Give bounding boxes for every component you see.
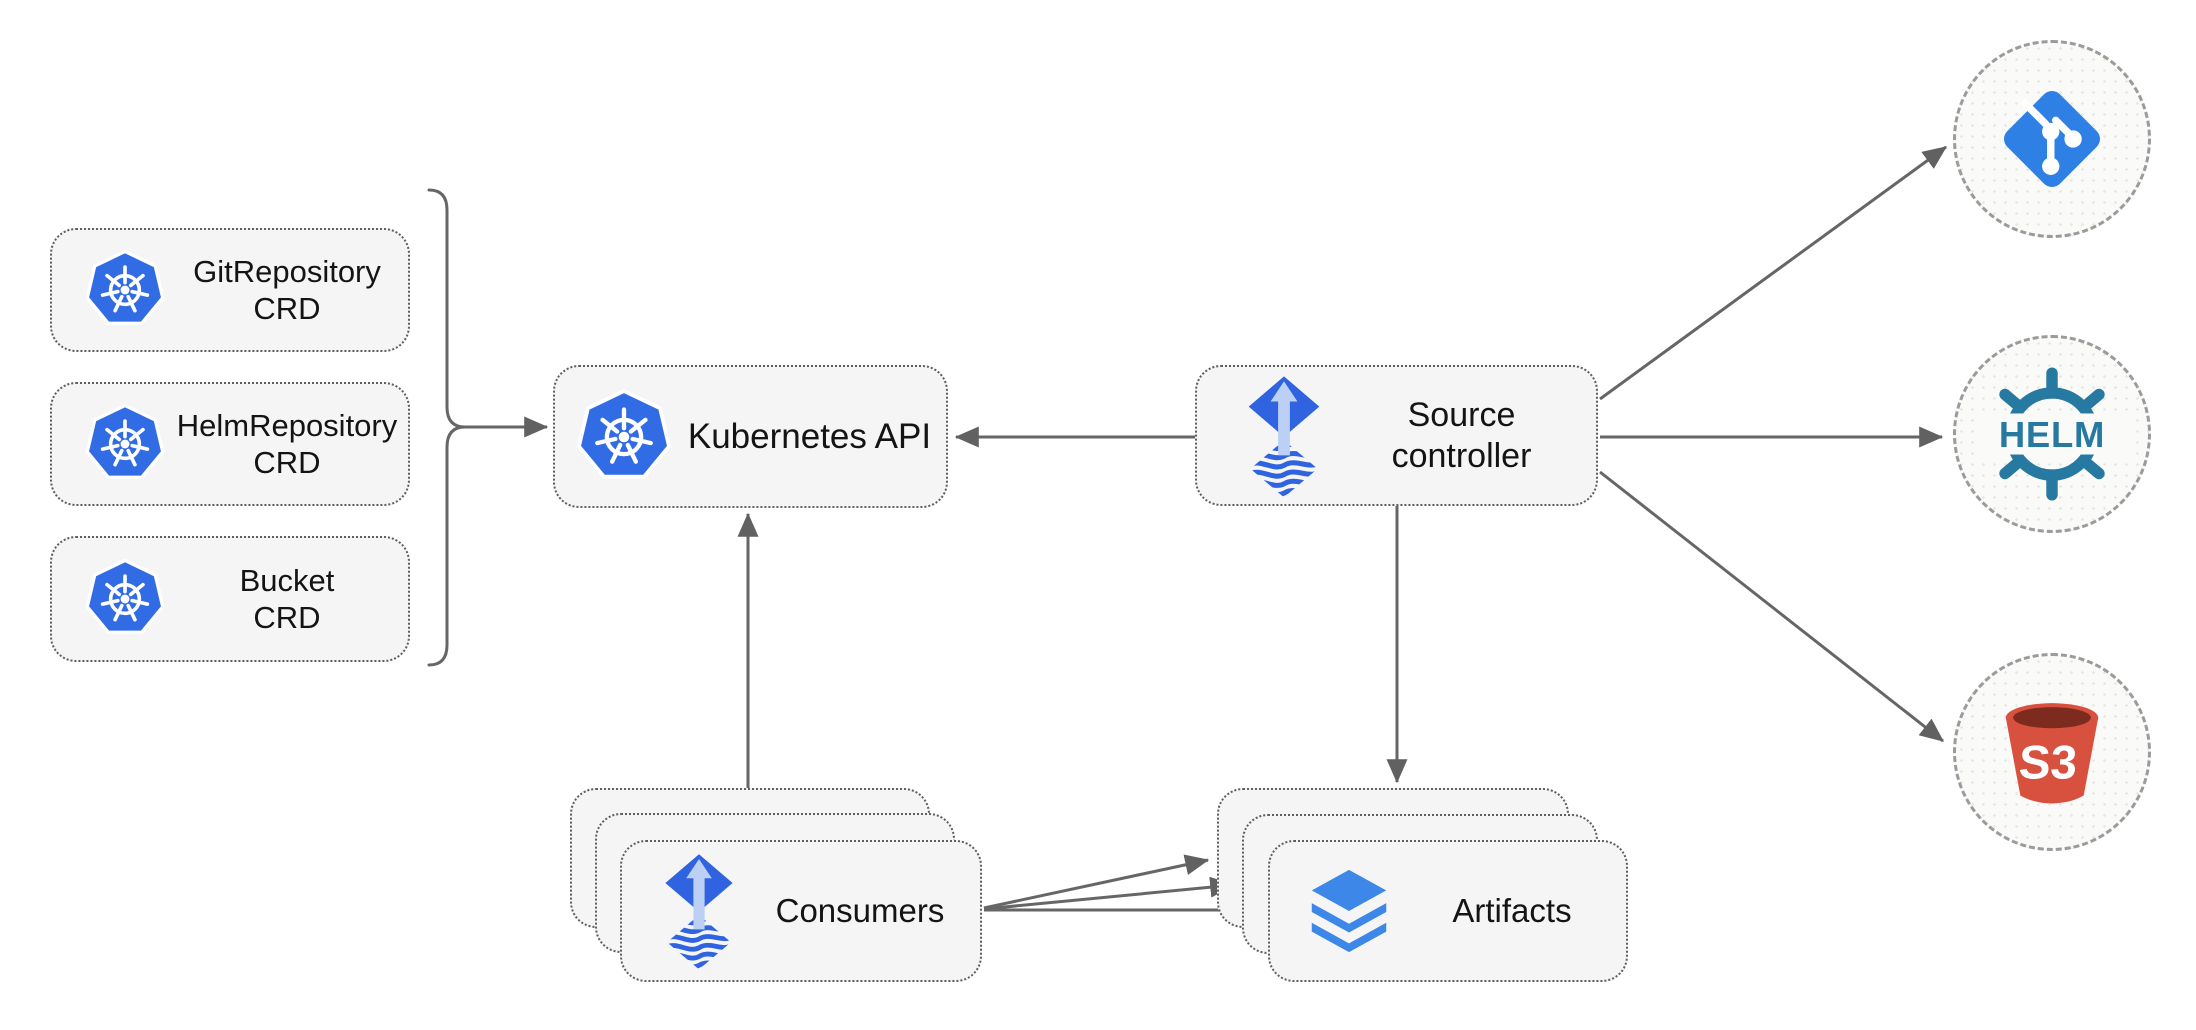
node-artifacts: Artifacts: [1268, 840, 1628, 982]
git-circle: [1953, 40, 2151, 238]
artifacts-content: Artifacts: [1270, 842, 1626, 980]
helmrepository-crd-label: HelmRepository CRD: [176, 407, 398, 480]
helm-circle: HELM: [1953, 335, 2151, 533]
helm-icon: HELM: [1976, 367, 2128, 501]
helmrepository-crd-content: HelmRepository CRD: [52, 384, 408, 504]
kubernetes-icon: [84, 403, 166, 485]
arrow-source-controller-to-git: [1599, 145, 1947, 401]
helm-wordmark: HELM: [1999, 414, 2105, 455]
kubernetes-icon: [84, 249, 166, 331]
kubernetes-api-label: Kubernetes API: [687, 416, 932, 456]
kubernetes-api-content: Kubernetes API: [555, 367, 946, 506]
arrow-consumers-to-artifacts-back: [983, 854, 1210, 910]
consumers-content: Consumers: [622, 842, 980, 980]
artifacts-label: Artifacts: [1452, 892, 1572, 930]
s3-circle: S3: [1953, 653, 2151, 851]
gitrepository-crd-content: GitRepository CRD: [52, 230, 408, 350]
node-gitrepository-crd: GitRepository CRD: [50, 228, 410, 352]
s3-label: S3: [2018, 736, 2079, 789]
bucket-crd-content: Bucket CRD: [52, 538, 408, 660]
kubernetes-icon: [84, 558, 166, 640]
s3-bucket-icon: S3: [2005, 703, 2099, 804]
arrow-consumers-to-artifacts-middle: [983, 876, 1235, 911]
layers-icon: [1300, 862, 1398, 960]
bucket-crd-label: Bucket CRD: [239, 562, 335, 635]
node-consumers: Consumers: [620, 840, 982, 982]
consumers-label: Consumers: [775, 892, 945, 930]
node-bucket-crd: Bucket CRD: [50, 536, 410, 662]
arrow-source-controller-to-s3: [1599, 470, 1944, 743]
gitrepository-crd-label: GitRepository CRD: [193, 253, 381, 326]
node-kubernetes-api: Kubernetes API: [553, 365, 948, 508]
node-source-controller: Source controller: [1195, 365, 1598, 506]
flux-icon: [658, 851, 740, 971]
source-controller-label: Source controller: [1391, 395, 1532, 475]
source-controller-content: Source controller: [1197, 367, 1596, 504]
git-icon: [1990, 77, 2114, 201]
flux-icon: [1241, 373, 1327, 499]
node-helmrepository-crd: HelmRepository CRD: [50, 382, 410, 506]
kubernetes-icon: [575, 388, 673, 486]
crd-bracket: [427, 188, 467, 667]
